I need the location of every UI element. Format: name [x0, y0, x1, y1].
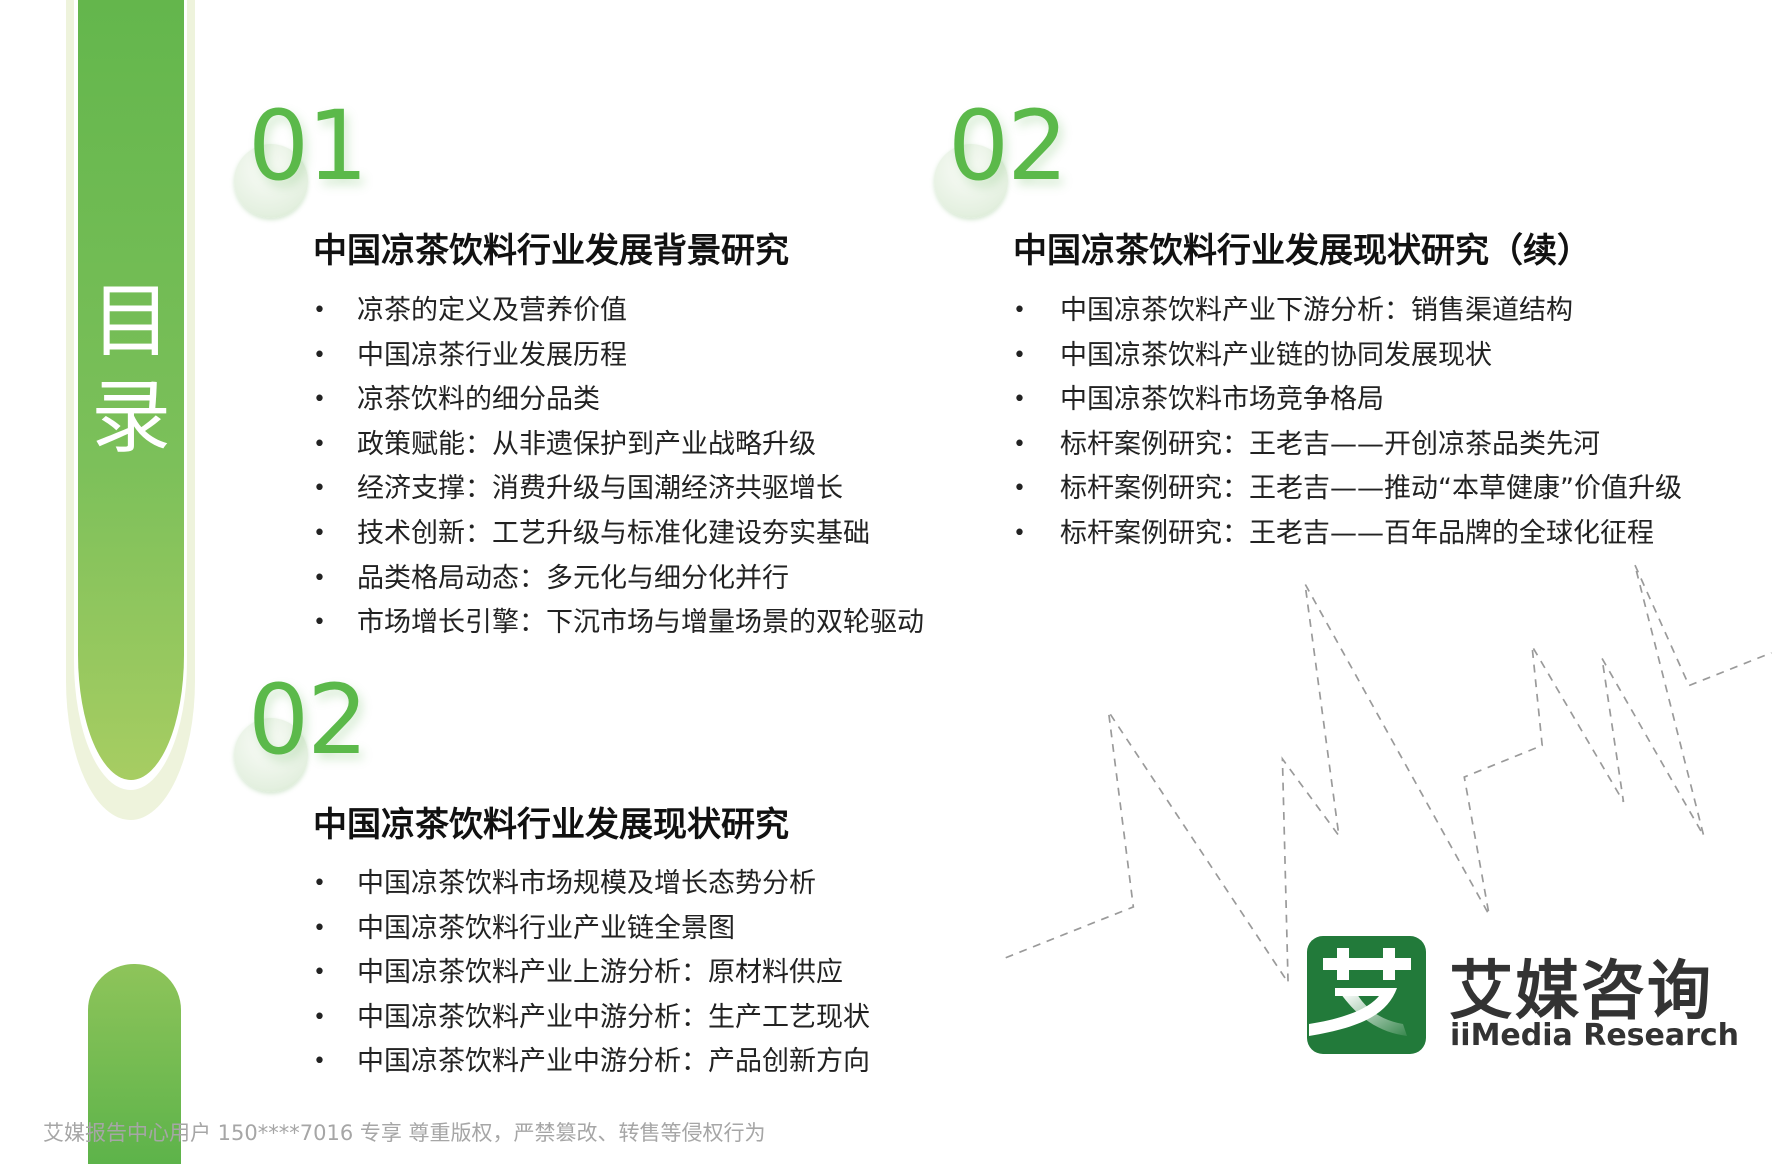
- toc-title-char-1: 目: [91, 275, 171, 368]
- item-text: 中国凉茶行业发展历程: [357, 339, 627, 371]
- bullet: •: [313, 1004, 326, 1030]
- bullet: •: [313, 565, 326, 591]
- bullet: •: [1013, 387, 1026, 413]
- section-number: 01: [248, 90, 368, 202]
- bullet: •: [313, 387, 326, 413]
- bullet: •: [313, 1049, 326, 1075]
- section-number: 02: [248, 664, 368, 776]
- item-text: 经济支撑：消费升级与国潮经济共驱增长: [357, 473, 843, 505]
- item-text: 中国凉茶饮料产业上游分析：原材料供应: [357, 957, 843, 989]
- bullet: •: [313, 431, 326, 457]
- item-text: 中国凉茶饮料市场竞争格局: [1060, 384, 1384, 416]
- section-title[interactable]: 中国凉茶饮料行业发展现状研究: [313, 805, 789, 845]
- item-text: 凉茶的定义及营养价值: [357, 295, 627, 326]
- decorative-pill: [88, 964, 181, 1164]
- logo-ai-glyph-icon: [1309, 948, 1411, 1036]
- item-text: 中国凉茶饮料产业中游分析：产品创新方向: [357, 1046, 870, 1078]
- bullet: •: [313, 610, 326, 636]
- section-title[interactable]: 中国凉茶饮料行业发展现状研究（续）: [1013, 231, 1591, 271]
- bullet: •: [313, 915, 326, 941]
- item-text: 中国凉茶饮料产业链的协同发展现状: [1060, 339, 1492, 371]
- logo-name-cn: 艾媒咨询: [1449, 955, 1713, 1029]
- item-text: 市场增长引擎：下沉市场与增量场景的双轮驱动: [357, 607, 924, 639]
- section-title[interactable]: 中国凉茶饮料行业发展背景研究: [313, 231, 789, 271]
- bullet: •: [1013, 342, 1026, 368]
- item-text: 品类格局动态：多元化与细分化并行: [357, 562, 789, 594]
- item-text: 中国凉茶饮料市场规模及增长态势分析: [357, 868, 816, 899]
- item-text: 标杆案例研究：王老吉——推动“本草健康”价值升级: [1060, 473, 1682, 505]
- bullet: •: [1013, 476, 1026, 502]
- item-text: 政策赋能：从非遗保护到产业战略升级: [357, 428, 816, 460]
- logo-mark: [1307, 936, 1426, 1054]
- bullet: •: [313, 520, 326, 546]
- bullet: •: [1013, 520, 1026, 546]
- section-number: 02: [948, 90, 1068, 202]
- logo-name-en: iiMedia Research: [1450, 1018, 1740, 1053]
- number-bubble: [234, 718, 308, 792]
- bullet: •: [1013, 431, 1026, 457]
- copyright-footer: 艾媒报告中心用户 150****7016 专享 尊重版权，严禁篡改、转售等侵权行…: [43, 1121, 766, 1145]
- bullet: •: [313, 298, 326, 323]
- bullet: •: [313, 960, 326, 986]
- number-bubble: [234, 144, 308, 218]
- item-text: 中国凉茶饮料产业下游分析：销售渠道结构: [1060, 295, 1573, 326]
- item-text: 中国凉茶饮料产业中游分析：生产工艺现状: [357, 1001, 870, 1033]
- number-bubble: [934, 144, 1008, 218]
- bullet: •: [1013, 298, 1026, 323]
- item-text: 标杆案例研究：王老吉——百年品牌的全球化征程: [1060, 517, 1654, 549]
- bullet: •: [313, 342, 326, 368]
- bullet: •: [313, 476, 326, 502]
- item-text: 标杆案例研究：王老吉——开创凉茶品类先河: [1060, 428, 1600, 460]
- toc-title-char-2: 录: [91, 371, 171, 464]
- item-text: 凉茶饮料的细分品类: [357, 384, 600, 416]
- item-text: 中国凉茶饮料行业产业链全景图: [357, 912, 735, 944]
- item-text: 技术创新：工艺升级与标准化建设夯实基础: [357, 517, 870, 549]
- sidebar-green-band: [78, 0, 184, 780]
- bullet: •: [313, 871, 326, 896]
